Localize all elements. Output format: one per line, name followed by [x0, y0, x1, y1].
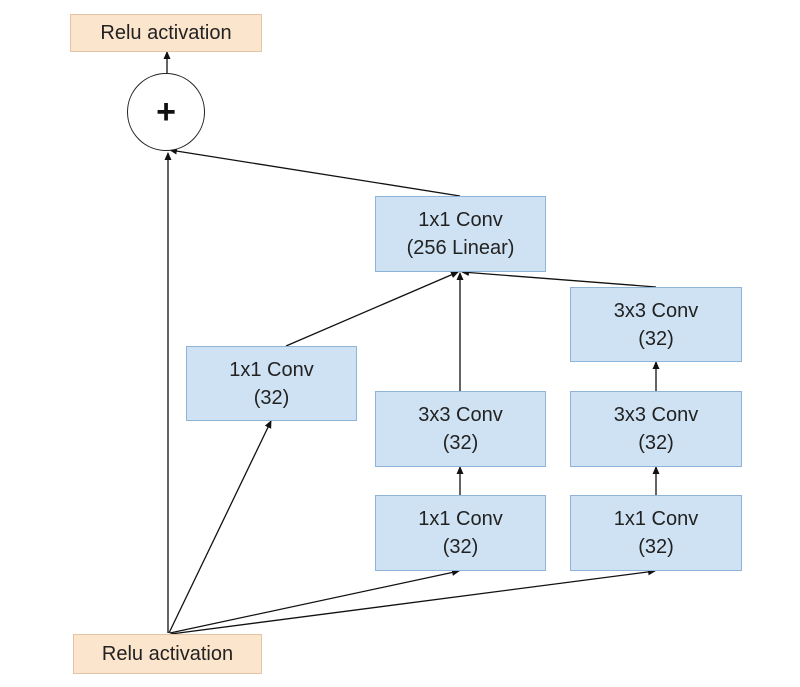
- edge-branch3-to-linear: [461, 269, 657, 288]
- branch3-conv3x3a-title: 3x3 Conv: [613, 404, 699, 426]
- plus-icon: +: [156, 92, 176, 131]
- edge-relu-to-branch1: [168, 420, 272, 634]
- add-operation: +: [127, 73, 205, 151]
- branch1-conv1x1-filters: (32): [253, 386, 290, 409]
- edge-branch1-to-linear: [285, 271, 459, 347]
- branch3-conv-3x3-top: 3x3 Conv (32): [570, 287, 742, 362]
- branch2-conv3x3-filters: (32): [442, 432, 479, 454]
- branch2-conv1x1-filters: (32): [442, 536, 479, 558]
- branch3-conv-3x3-middle: 3x3 Conv (32): [570, 391, 742, 467]
- branch2-conv-3x3: 3x3 Conv (32): [375, 391, 546, 467]
- branch1-conv-1x1: 1x1 Conv (32): [186, 346, 357, 421]
- branch2-conv3x3-title: 3x3 Conv: [418, 404, 503, 426]
- conv-1x1-linear: 1x1 Conv (256 Linear): [375, 196, 546, 272]
- branch3-conv3x3b-title: 3x3 Conv: [613, 299, 699, 322]
- conv-linear-title: 1x1 Conv: [418, 209, 503, 231]
- conv-linear-filters: (256 Linear): [406, 237, 515, 259]
- relu-output-label: Relu activation: [100, 22, 232, 44]
- branch3-conv3x3a-filters: (32): [638, 432, 674, 454]
- relu-input-label: Relu activation: [101, 643, 234, 665]
- branch2-conv1x1-title: 1x1 Conv: [418, 508, 503, 530]
- branch1-conv1x1-title: 1x1 Conv: [229, 358, 314, 381]
- branch3-conv-1x1: 1x1 Conv (32): [570, 495, 742, 571]
- edge-relu-to-branch3: [170, 568, 656, 635]
- edge-linear-to-plus: [169, 147, 461, 197]
- relu-activation-output: Relu activation: [70, 14, 262, 52]
- edge-relu-to-branch2: [169, 569, 460, 634]
- branch2-conv-1x1: 1x1 Conv (32): [375, 495, 546, 571]
- branch3-conv1x1-filters: (32): [638, 536, 674, 558]
- branch3-conv3x3b-filters: (32): [638, 327, 674, 350]
- relu-activation-input: Relu activation: [73, 634, 262, 674]
- branch3-conv1x1-title: 1x1 Conv: [613, 508, 699, 530]
